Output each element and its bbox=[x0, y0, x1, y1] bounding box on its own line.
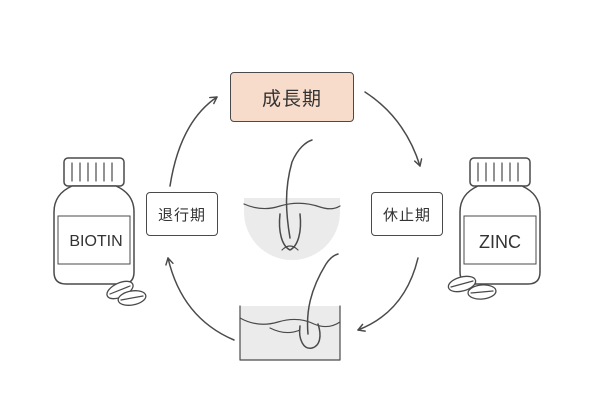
biotin-bottle-label: BIOTIN bbox=[69, 233, 122, 250]
hair-root-exogen bbox=[269, 327, 301, 334]
phase-growth-label: 成長期 bbox=[261, 87, 322, 110]
arrow-growth-to-telogen bbox=[364, 91, 423, 167]
skin-surface-line-bottom bbox=[239, 317, 341, 328]
hair-strand-anagen bbox=[285, 139, 313, 239]
arrow-hair-to-catagen bbox=[165, 257, 235, 341]
phase-telogen-label: 休止期 bbox=[382, 205, 431, 224]
zinc-bottle-cap bbox=[469, 157, 531, 187]
follicle-anagen-illustration bbox=[243, 139, 341, 260]
phase-telogen-box: 休止期 bbox=[371, 192, 443, 236]
hair-strand-exogen bbox=[306, 253, 339, 335]
zinc-label-area bbox=[463, 215, 537, 265]
arrow-catagen-to-growth bbox=[169, 96, 218, 187]
biotin-bottle: BIOTIN bbox=[53, 157, 147, 306]
arrow-telogen-to-hair bbox=[357, 257, 419, 332]
zinc-bottle: ZINC bbox=[447, 157, 541, 300]
cycle-arrows bbox=[165, 91, 423, 341]
phase-catagen-label: 退行期 bbox=[157, 205, 206, 224]
skin-semicircle bbox=[244, 198, 340, 260]
hair-follicle-exogen bbox=[298, 323, 321, 349]
hair-bulb-anagen bbox=[281, 245, 299, 251]
phase-growth-box: 成長期 bbox=[230, 72, 354, 122]
hair-follicle-anagen bbox=[278, 213, 302, 251]
skin-rectangle-outline bbox=[239, 305, 341, 361]
phase-catagen-box: 退行期 bbox=[146, 192, 218, 236]
follicle-exogen-illustration bbox=[239, 253, 341, 361]
biotin-bottle-cap bbox=[63, 157, 125, 187]
zinc-bottle-body bbox=[459, 185, 541, 285]
skin-surface-line bbox=[243, 202, 341, 210]
zinc-bottle-label: ZINC bbox=[479, 232, 521, 252]
biotin-label-area bbox=[57, 215, 131, 265]
